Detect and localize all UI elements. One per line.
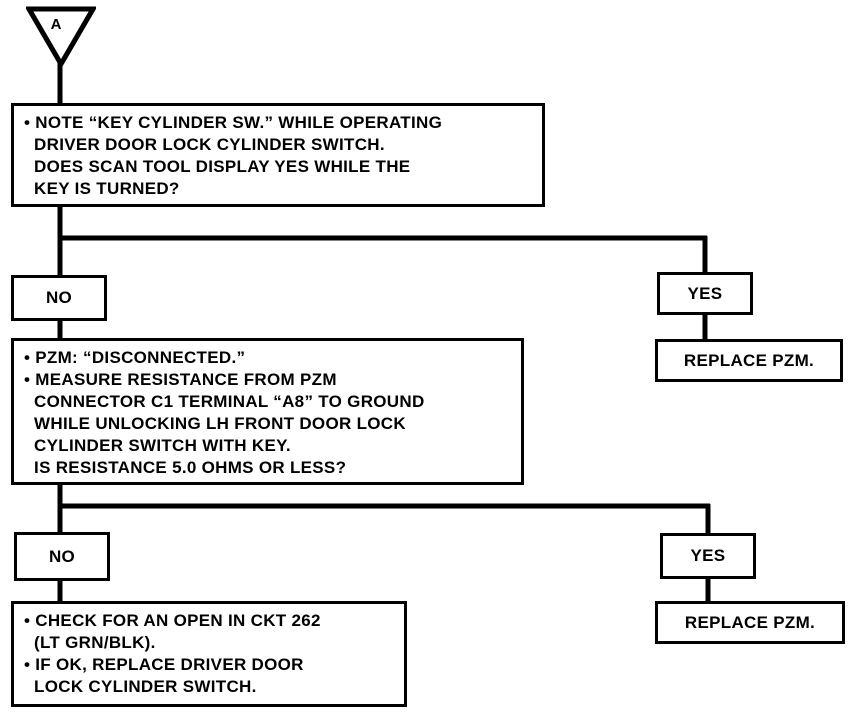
action-line: • IF OK, REPLACE DRIVER DOOR bbox=[24, 655, 304, 674]
answer-yes-label: YES bbox=[687, 283, 723, 303]
start-connector-label: A bbox=[50, 16, 62, 33]
question-line: • PZM: “DISCONNECTED.” bbox=[24, 348, 246, 367]
question-line: • NOTE “KEY CYLINDER SW.” WHILE OPERATIN… bbox=[24, 113, 443, 132]
question-resistance-check: • PZM: “DISCONNECTED.” • MEASURE RESISTA… bbox=[11, 338, 524, 485]
action-replace-pzm-label: REPLACE PZM. bbox=[683, 350, 815, 370]
question-key-cylinder-switch: • NOTE “KEY CYLINDER SW.” WHILE OPERATIN… bbox=[11, 103, 545, 207]
answer-no-box: NO bbox=[14, 532, 110, 581]
action-check-open-circuit-box: • CHECK FOR AN OPEN IN CKT 262 (LT GRN/B… bbox=[11, 601, 407, 707]
action-replace-pzm-box: REPLACE PZM. bbox=[655, 339, 843, 382]
question-line: IS RESISTANCE 5.0 OHMS OR LESS? bbox=[24, 458, 347, 477]
answer-yes-box: YES bbox=[657, 272, 753, 315]
start-connector-triangle bbox=[26, 6, 96, 69]
answer-no-label: NO bbox=[48, 546, 76, 566]
answer-no-label: NO bbox=[45, 288, 73, 307]
answer-yes-label: YES bbox=[690, 546, 726, 565]
action-line: (LT GRN/BLK). bbox=[24, 633, 156, 652]
question-line: CONNECTOR C1 TERMINAL “A8” TO GROUND bbox=[24, 392, 425, 411]
answer-yes-box: YES bbox=[660, 533, 756, 579]
action-line: • CHECK FOR AN OPEN IN CKT 262 bbox=[24, 611, 321, 630]
question-line: DRIVER DOOR LOCK CYLINDER SWITCH. bbox=[24, 135, 385, 154]
action-replace-pzm-box: REPLACE PZM. bbox=[655, 601, 845, 644]
question-line: DOES SCAN TOOL DISPLAY YES WHILE THE bbox=[24, 157, 411, 176]
question-line: CYLINDER SWITCH WITH KEY. bbox=[24, 436, 291, 455]
answer-no-box: NO bbox=[11, 275, 107, 321]
question-line: WHILE UNLOCKING LH FRONT DOOR LOCK bbox=[24, 414, 406, 433]
action-replace-pzm-label: REPLACE PZM. bbox=[684, 612, 816, 632]
action-line: LOCK CYLINDER SWITCH. bbox=[24, 677, 257, 696]
question-line: KEY IS TURNED? bbox=[24, 179, 180, 198]
question-line: • MEASURE RESISTANCE FROM PZM bbox=[24, 370, 337, 389]
